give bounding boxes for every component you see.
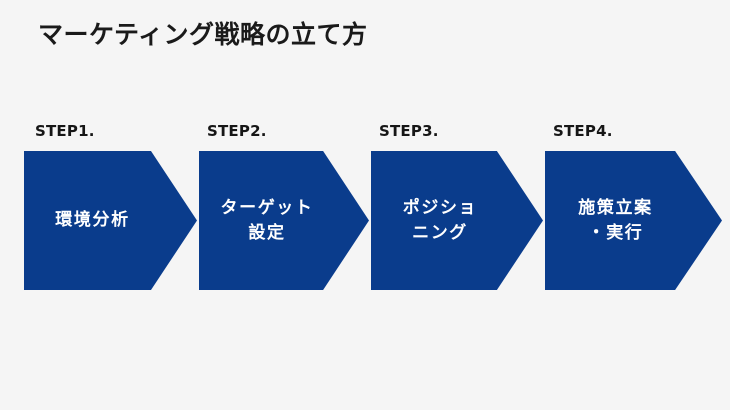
step-label-4: STEP4.	[553, 122, 613, 140]
process-step-chevron-2[interactable]: ターゲット 設定	[199, 151, 369, 290]
process-step-chevron-1[interactable]: 環境分析	[24, 151, 197, 290]
step-label-2: STEP2.	[207, 122, 267, 140]
step-text-3: ポジショ ニング	[402, 197, 478, 243]
step-text-1: 環境分析	[55, 210, 130, 230]
process-step-chevron-4[interactable]: 施策立案 ・実行	[545, 151, 722, 290]
step-text-4: 施策立案 ・実行	[578, 197, 653, 243]
process-step-chevron-3[interactable]: ポジショ ニング	[371, 151, 543, 290]
step-label-3: STEP3.	[379, 122, 439, 140]
page-title: マーケティング戦略の立て方	[38, 20, 368, 49]
step-text-2: ターゲット 設定	[220, 197, 314, 243]
step-label-1: STEP1.	[35, 122, 95, 140]
